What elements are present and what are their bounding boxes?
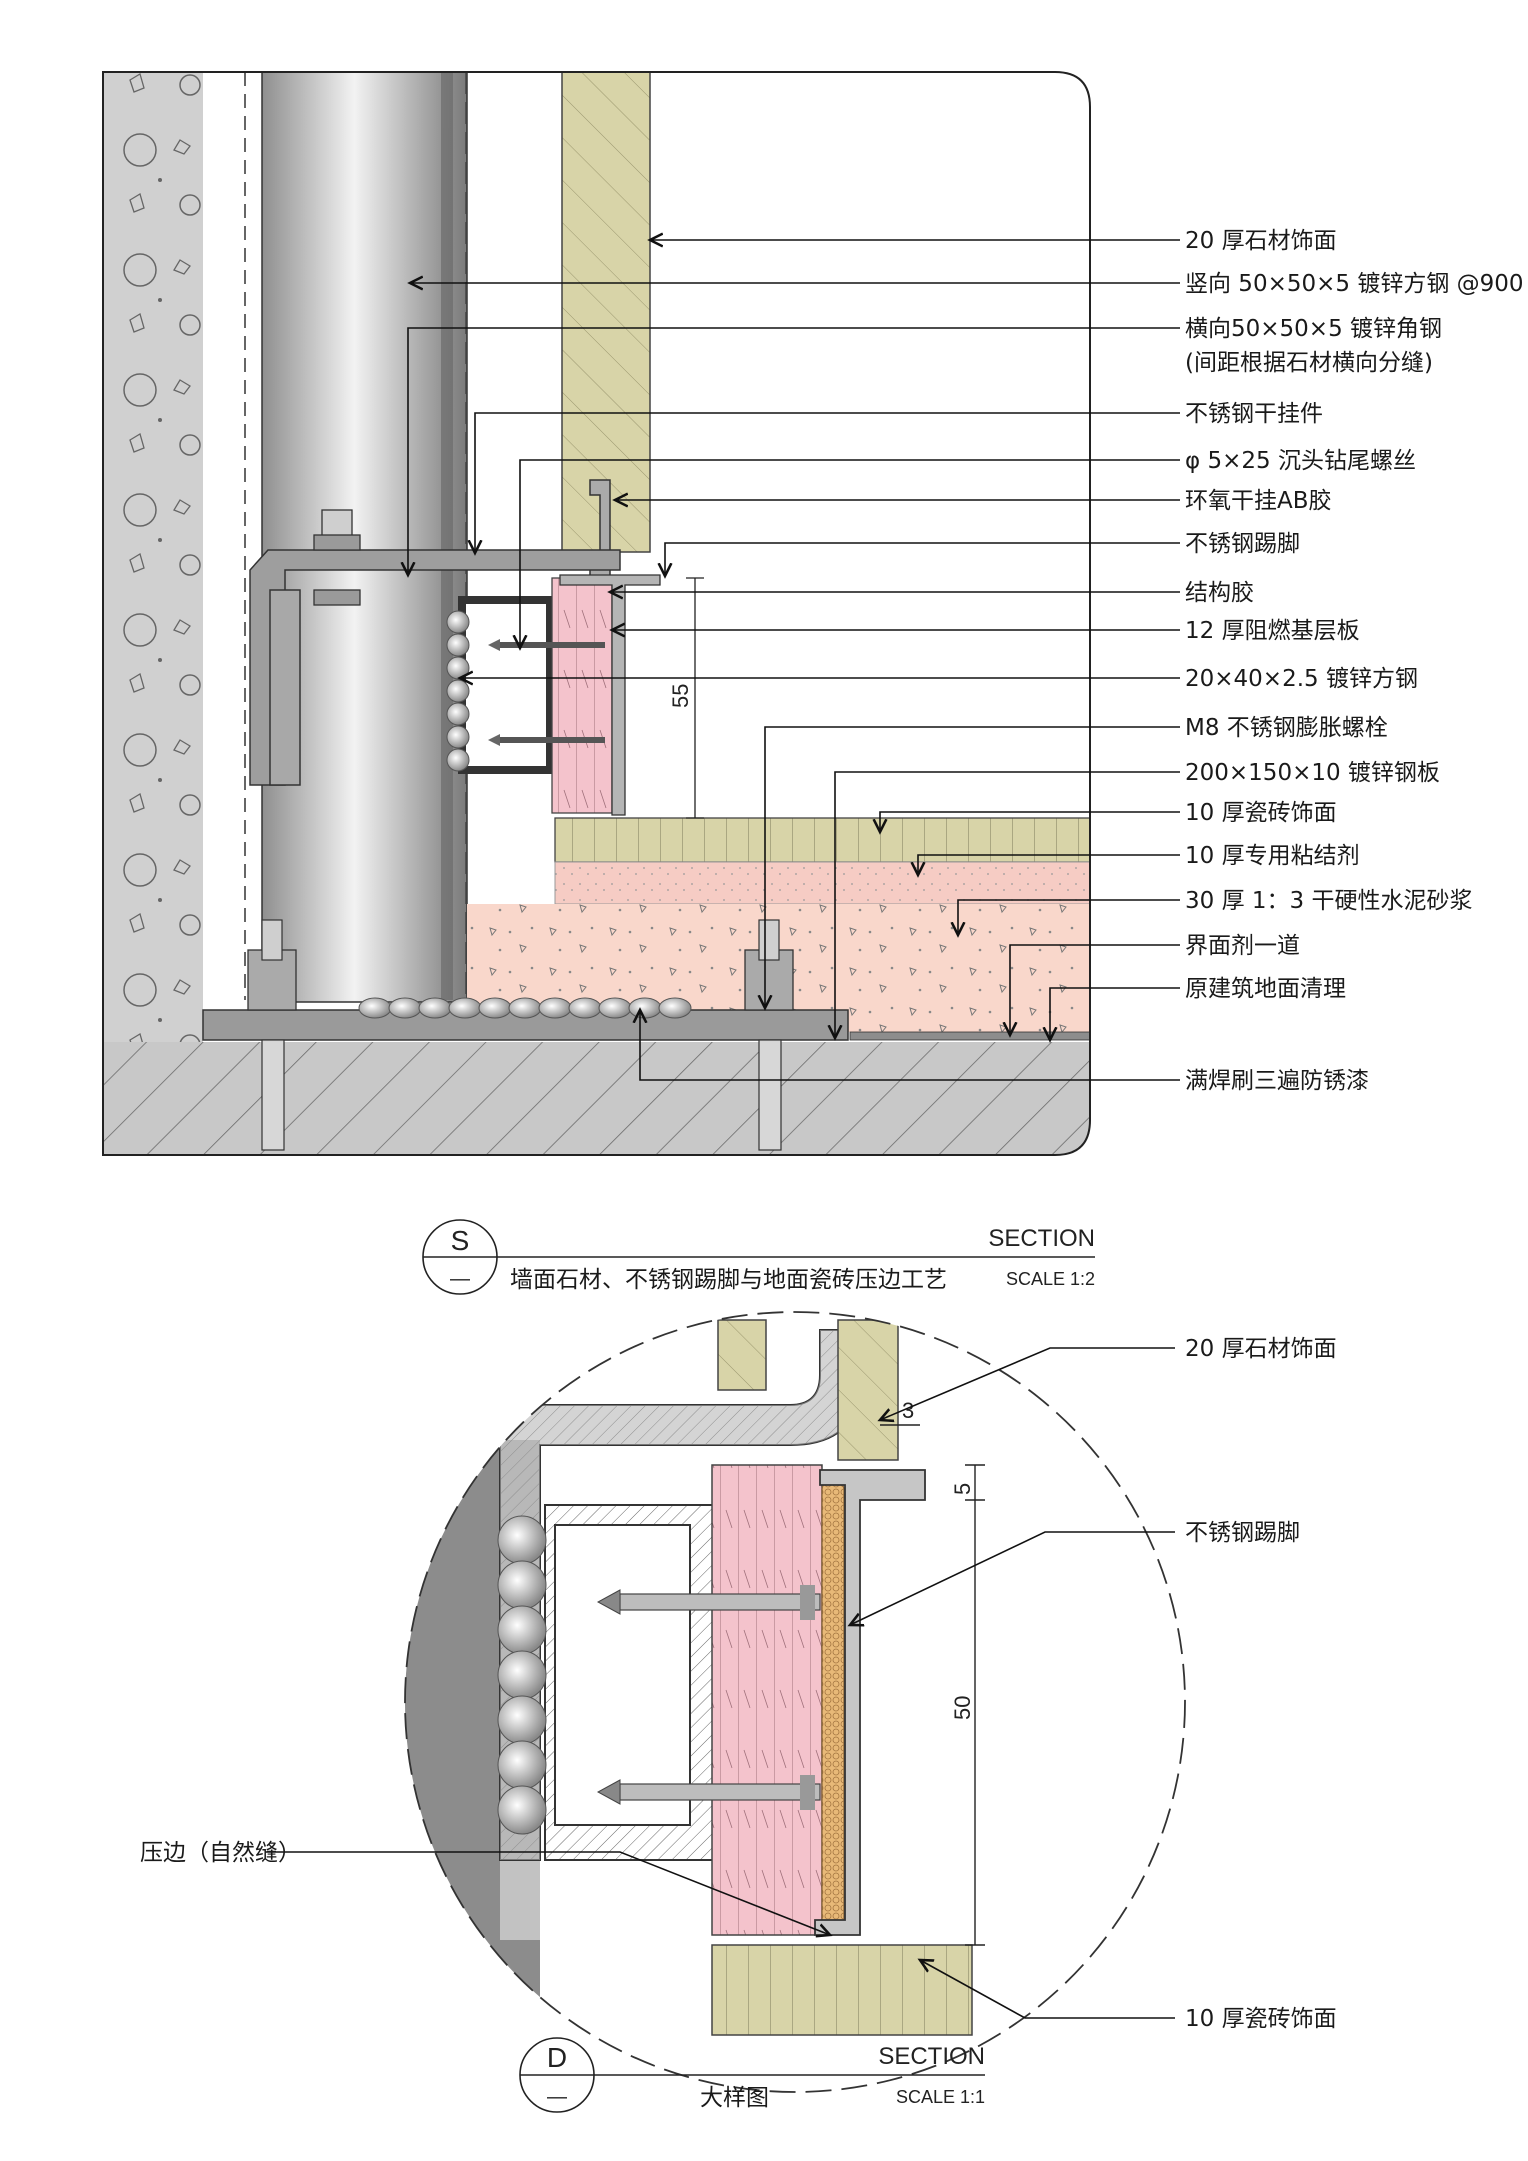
expansion-bolt-left <box>247 919 297 1151</box>
label-angle-steel-note: (间距根据石材横向分缝) <box>1185 350 1433 376</box>
label-plywood: 12 厚阻燃基层板 <box>1185 618 1360 644</box>
detail-tile <box>711 1944 973 2036</box>
detail-dimensions <box>880 1424 985 1946</box>
detail-label-edge: 压边（自然缝） <box>140 1840 301 1866</box>
tile-adhesive <box>554 861 1090 905</box>
detail-glue <box>821 1479 845 1931</box>
concrete-wall <box>103 72 203 1042</box>
title-code-d: D <box>547 2042 567 2073</box>
title-scale-d: SCALE 1:1 <box>896 2087 985 2107</box>
label-tile: 10 厚瓷砖饰面 <box>1185 800 1337 826</box>
label-angle-steel: 横向50×50×5 镀锌角钢 <box>1185 316 1442 342</box>
dim-3: 3 <box>902 1398 914 1423</box>
label-hanger: 不锈钢干挂件 <box>1185 401 1323 427</box>
title-block-d: D — SECTION 大样图 SCALE 1:1 <box>519 2037 985 2113</box>
label-vertical-steel: 竖向 50×50×5 镀锌方钢 @900 <box>1185 271 1524 297</box>
title-name-d: 大样图 <box>700 2085 769 2111</box>
label-stone-facing: 20 厚石材饰面 <box>1185 228 1337 254</box>
expansion-bolt-right <box>744 919 794 1151</box>
title-sub-d: — <box>547 2086 567 2108</box>
stone-facing <box>561 72 651 553</box>
detail-circle <box>404 1311 1186 2093</box>
label-mortar: 30 厚 1：3 干硬性水泥砂浆 <box>1185 888 1472 914</box>
section-s-drawing <box>103 72 1090 1155</box>
label-expansion-bolt: M8 不锈钢膨胀螺栓 <box>1185 715 1388 741</box>
dim-55: 55 <box>668 684 693 708</box>
dim-5: 5 <box>950 1483 975 1495</box>
section-s-labels: 20 厚石材饰面 竖向 50×50×5 镀锌方钢 @900 横向50×50×5 … <box>1185 228 1524 1094</box>
title-code-s: S <box>451 1225 470 1256</box>
plywood-base <box>551 577 613 814</box>
detail-plywood <box>711 1464 823 1936</box>
section-d-drawing <box>405 1312 1185 2092</box>
detail-label-stone: 20 厚石材饰面 <box>1185 1336 1337 1362</box>
detail-stone <box>837 1319 899 1461</box>
title-block-s: S — SECTION 墙面石材、不锈钢踢脚与地面瓷砖压边工艺 SCALE 1:… <box>422 1219 1095 1295</box>
detail-screws <box>596 1585 821 1810</box>
title-sub-s: — <box>450 1268 470 1290</box>
vertical-square-steel <box>261 72 468 1003</box>
label-epoxy: 环氧干挂AB胶 <box>1185 488 1332 514</box>
title-scale-s: SCALE 1:2 <box>1006 1269 1095 1289</box>
section-s-frame <box>102 71 1091 1156</box>
section-d-leaders <box>265 1347 1175 2019</box>
label-interface-agent: 界面剂一道 <box>1185 933 1300 959</box>
title-type-d: SECTION <box>878 2043 985 2070</box>
weld-bead-horizontal <box>358 997 692 1019</box>
section-s-leaders <box>408 240 1180 1081</box>
square-tube-20x40 <box>458 596 554 774</box>
dim-50: 50 <box>950 1696 975 1720</box>
label-adhesive: 10 厚专用粘结剂 <box>1185 843 1360 869</box>
label-square-tube: 20×40×2.5 镀锌方钢 <box>1185 666 1418 692</box>
label-steel-plate: 200×150×10 镀锌钢板 <box>1185 760 1440 786</box>
label-skirting: 不锈钢踢脚 <box>1185 531 1300 557</box>
detail-weld-beads <box>497 1515 547 1835</box>
detail-skirting <box>814 1469 926 1936</box>
detail-label-tile: 10 厚瓷砖饰面 <box>1185 2006 1337 2032</box>
label-structural-glue: 结构胶 <box>1185 580 1254 606</box>
floor-slab <box>103 1042 1090 1155</box>
title-name-s: 墙面石材、不锈钢踢脚与地面瓷砖压边工艺 <box>510 1267 947 1293</box>
label-full-weld: 满焊刷三遍防锈漆 <box>1185 1068 1369 1094</box>
label-floor-clean: 原建筑地面清理 <box>1185 976 1346 1002</box>
detail-label-skirting: 不锈钢踢脚 <box>1185 1520 1300 1546</box>
title-type-s: SECTION <box>988 1225 1095 1252</box>
label-screw: φ 5×25 沉头钻尾螺丝 <box>1185 448 1416 474</box>
